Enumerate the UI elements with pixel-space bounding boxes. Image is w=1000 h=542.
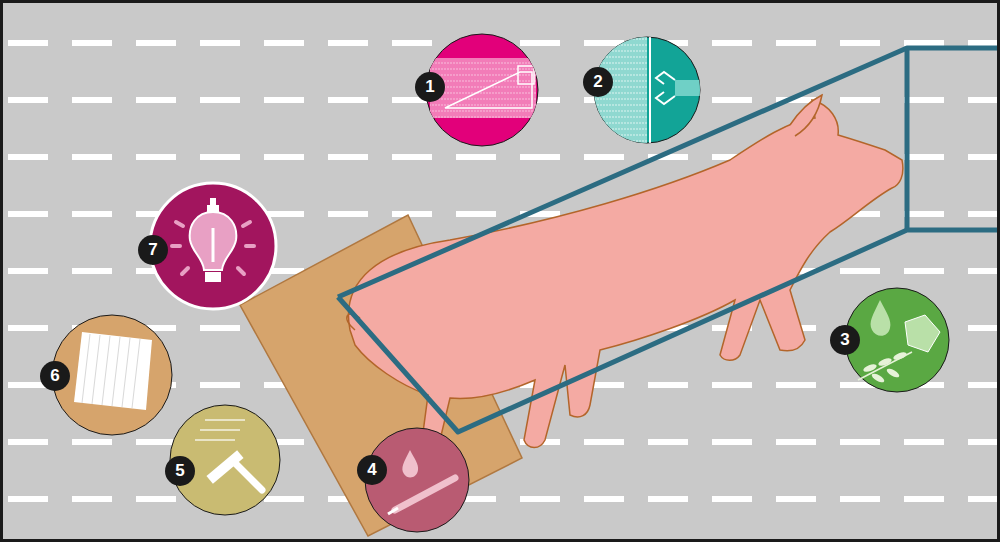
callout-number: 3 — [830, 325, 860, 355]
callout-number: 4 — [357, 455, 387, 485]
callout-number: 7 — [138, 235, 168, 265]
callout-number: 1 — [415, 72, 445, 102]
callout-number: 5 — [165, 456, 195, 486]
callout-number: 2 — [583, 67, 613, 97]
callout-number: 6 — [40, 361, 70, 391]
